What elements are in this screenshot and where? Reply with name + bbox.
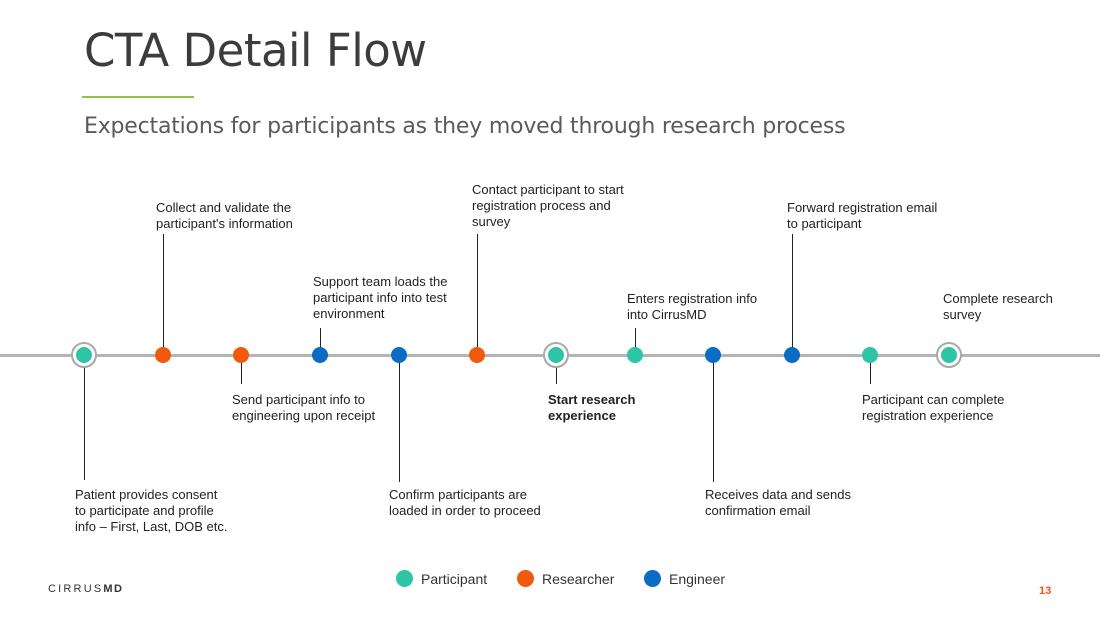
cirrusmd-logo: CIRRUSMD — [48, 583, 123, 595]
title-underline — [82, 96, 194, 98]
engineer-dot — [312, 347, 328, 363]
connector-line — [477, 234, 478, 355]
participant-dot — [941, 347, 957, 363]
milestone-node — [543, 342, 569, 368]
researcher-dot — [233, 347, 249, 363]
legend-item-participant: Participant — [396, 570, 487, 587]
legend: Participant Researcher Engineer — [0, 570, 1100, 590]
connector-line — [163, 234, 164, 355]
researcher-dot — [155, 347, 171, 363]
legend-label-researcher: Researcher — [542, 570, 615, 587]
engineer-dot — [784, 347, 800, 363]
participant-dot — [627, 347, 643, 363]
page-number: 13 — [1039, 585, 1052, 597]
legend-label-participant: Participant — [421, 570, 488, 587]
logo-text: CIRRUS — [48, 583, 104, 595]
connector-line — [870, 355, 871, 384]
engineer-dot — [705, 347, 721, 363]
participant-dot — [862, 347, 878, 363]
connector-line — [556, 355, 557, 384]
participant-dot — [548, 347, 564, 363]
legend-item-engineer: Engineer — [644, 570, 725, 587]
page-title: CTA Detail Flow — [84, 24, 427, 77]
connector-line — [241, 355, 242, 384]
engineer-legend-dot — [644, 570, 661, 587]
legend-item-researcher: Researcher — [517, 570, 614, 587]
legend-label-engineer: Engineer — [669, 570, 726, 587]
milestone-node — [71, 342, 97, 368]
connector-line — [792, 234, 793, 355]
engineer-dot — [391, 347, 407, 363]
connector-line — [84, 355, 85, 480]
logo-text-bold: MD — [103, 583, 124, 595]
connector-line — [713, 355, 714, 482]
connector-line — [399, 355, 400, 482]
participant-legend-dot — [396, 570, 413, 587]
page-subtitle: Expectations for participants as they mo… — [84, 114, 846, 139]
participant-dot — [76, 347, 92, 363]
researcher-dot — [469, 347, 485, 363]
connector-line — [320, 328, 321, 355]
milestone-node — [936, 342, 962, 368]
connector-line — [635, 328, 636, 355]
researcher-legend-dot — [517, 570, 534, 587]
